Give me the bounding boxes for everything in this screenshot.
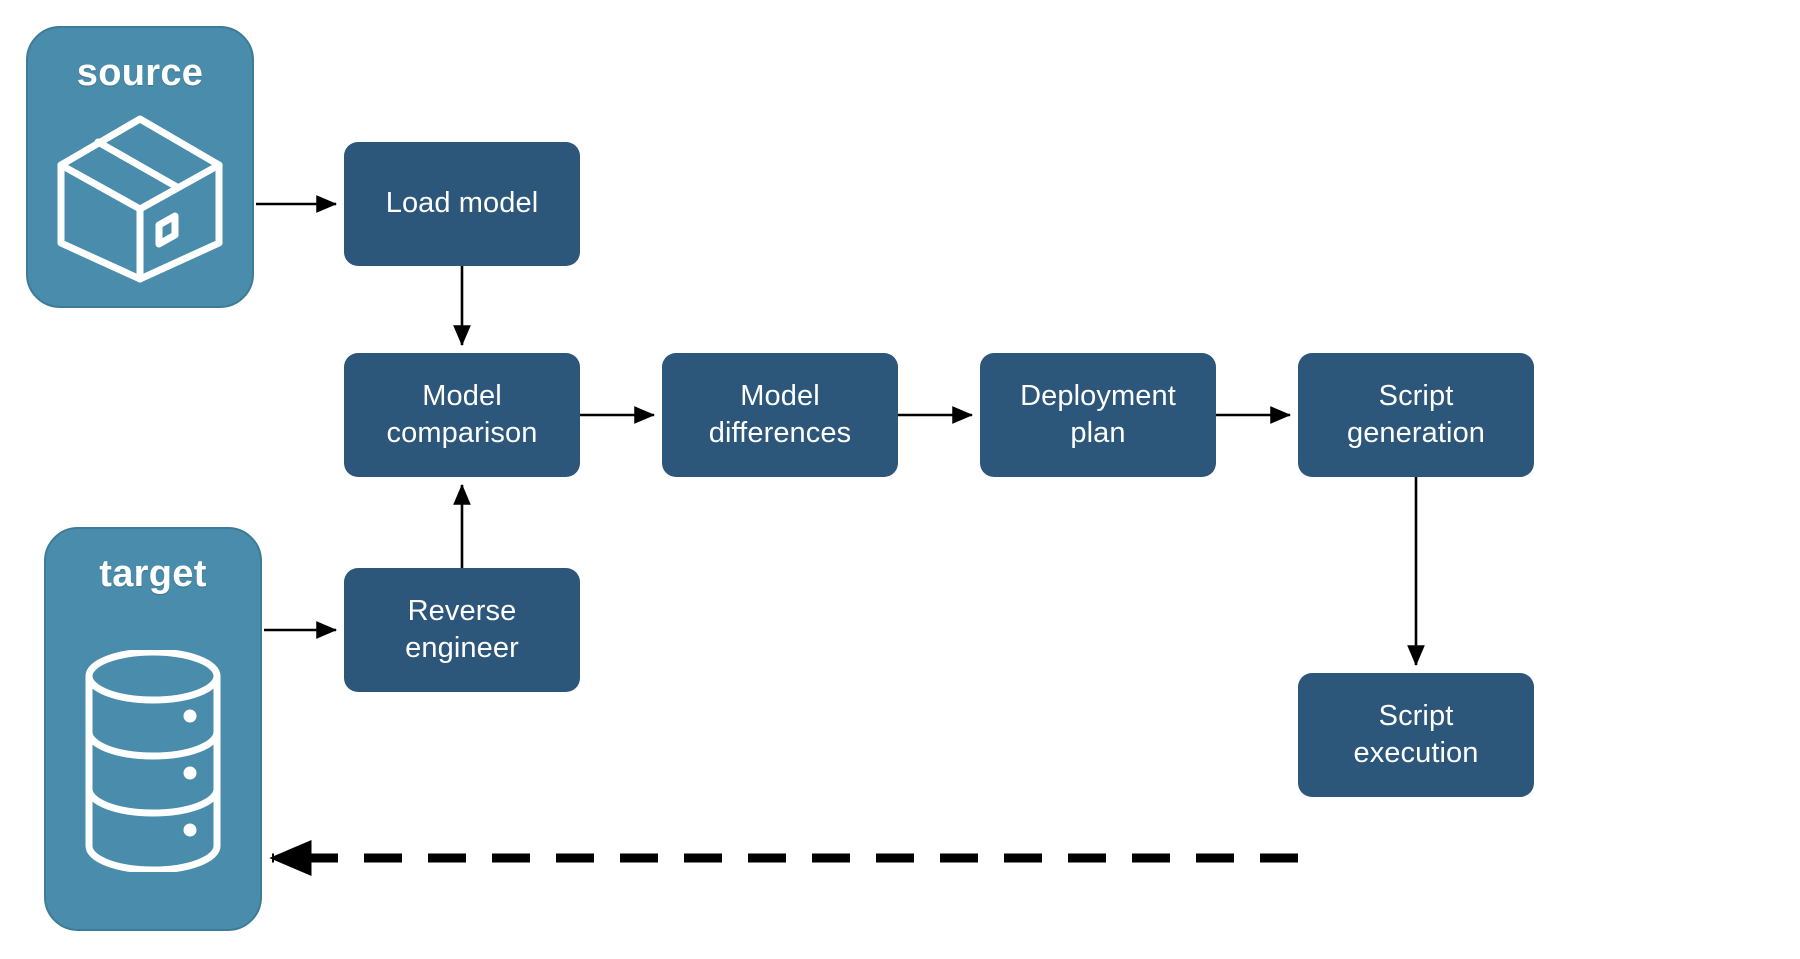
process-script-generation-label: Script generation: [1346, 379, 1486, 449]
endpoint-source-label: source: [76, 52, 204, 94]
process-script-generation[interactable]: Script generation: [1298, 353, 1534, 477]
process-load-model[interactable]: Load model: [344, 142, 580, 266]
process-deployment-plan-label: Deployment plan: [1020, 379, 1176, 449]
endpoint-source[interactable]: source: [26, 26, 254, 308]
database-cylinder-icon: [46, 593, 260, 929]
endpoint-target-label: target: [99, 553, 207, 595]
process-model-comparison-label: Model comparison: [386, 379, 538, 449]
endpoint-target[interactable]: target: [44, 527, 262, 931]
package-box-icon: [28, 92, 252, 306]
process-model-differences-label: Model differences: [708, 379, 852, 449]
process-load-model-label: Load model: [385, 187, 539, 220]
process-script-execution[interactable]: Script execution: [1298, 673, 1534, 797]
process-reverse-engineer-label: Reverse engineer: [405, 594, 519, 664]
process-reverse-engineer[interactable]: Reverse engineer: [344, 568, 580, 692]
process-deployment-plan[interactable]: Deployment plan: [980, 353, 1216, 477]
process-model-comparison[interactable]: Model comparison: [344, 353, 580, 477]
process-script-execution-label: Script execution: [1353, 699, 1479, 769]
process-model-differences[interactable]: Model differences: [662, 353, 898, 477]
